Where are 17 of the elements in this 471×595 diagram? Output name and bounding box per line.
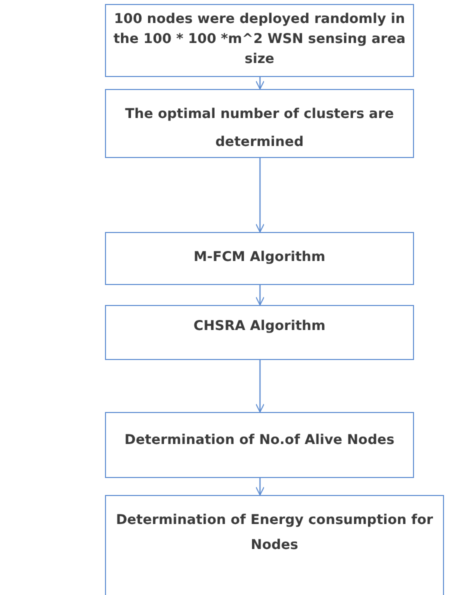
box-text: Determination of No.of Alive Nodes (124, 431, 394, 450)
arrow (256, 77, 264, 90)
arrow (256, 158, 264, 232)
process-box (105, 232, 414, 285)
arrow (256, 478, 264, 496)
process-box (105, 495, 444, 595)
arrow (256, 285, 264, 306)
arrow (256, 360, 264, 412)
box-text: M-FCM Algorithm (194, 249, 326, 267)
process-box (105, 305, 414, 360)
box-text: 100 nodes were deployed randomly in the 100 * 100 *m^2 WSN sensing area size (112, 10, 407, 69)
box-text: The optimal number of clusters are determined (124, 105, 395, 152)
process-box (105, 4, 414, 77)
process-box (105, 412, 414, 478)
box-text: CHSRA Algorithm (194, 318, 326, 336)
process-box (105, 89, 414, 158)
box-text: Determination of Energy consumption for Nodes (114, 511, 434, 555)
